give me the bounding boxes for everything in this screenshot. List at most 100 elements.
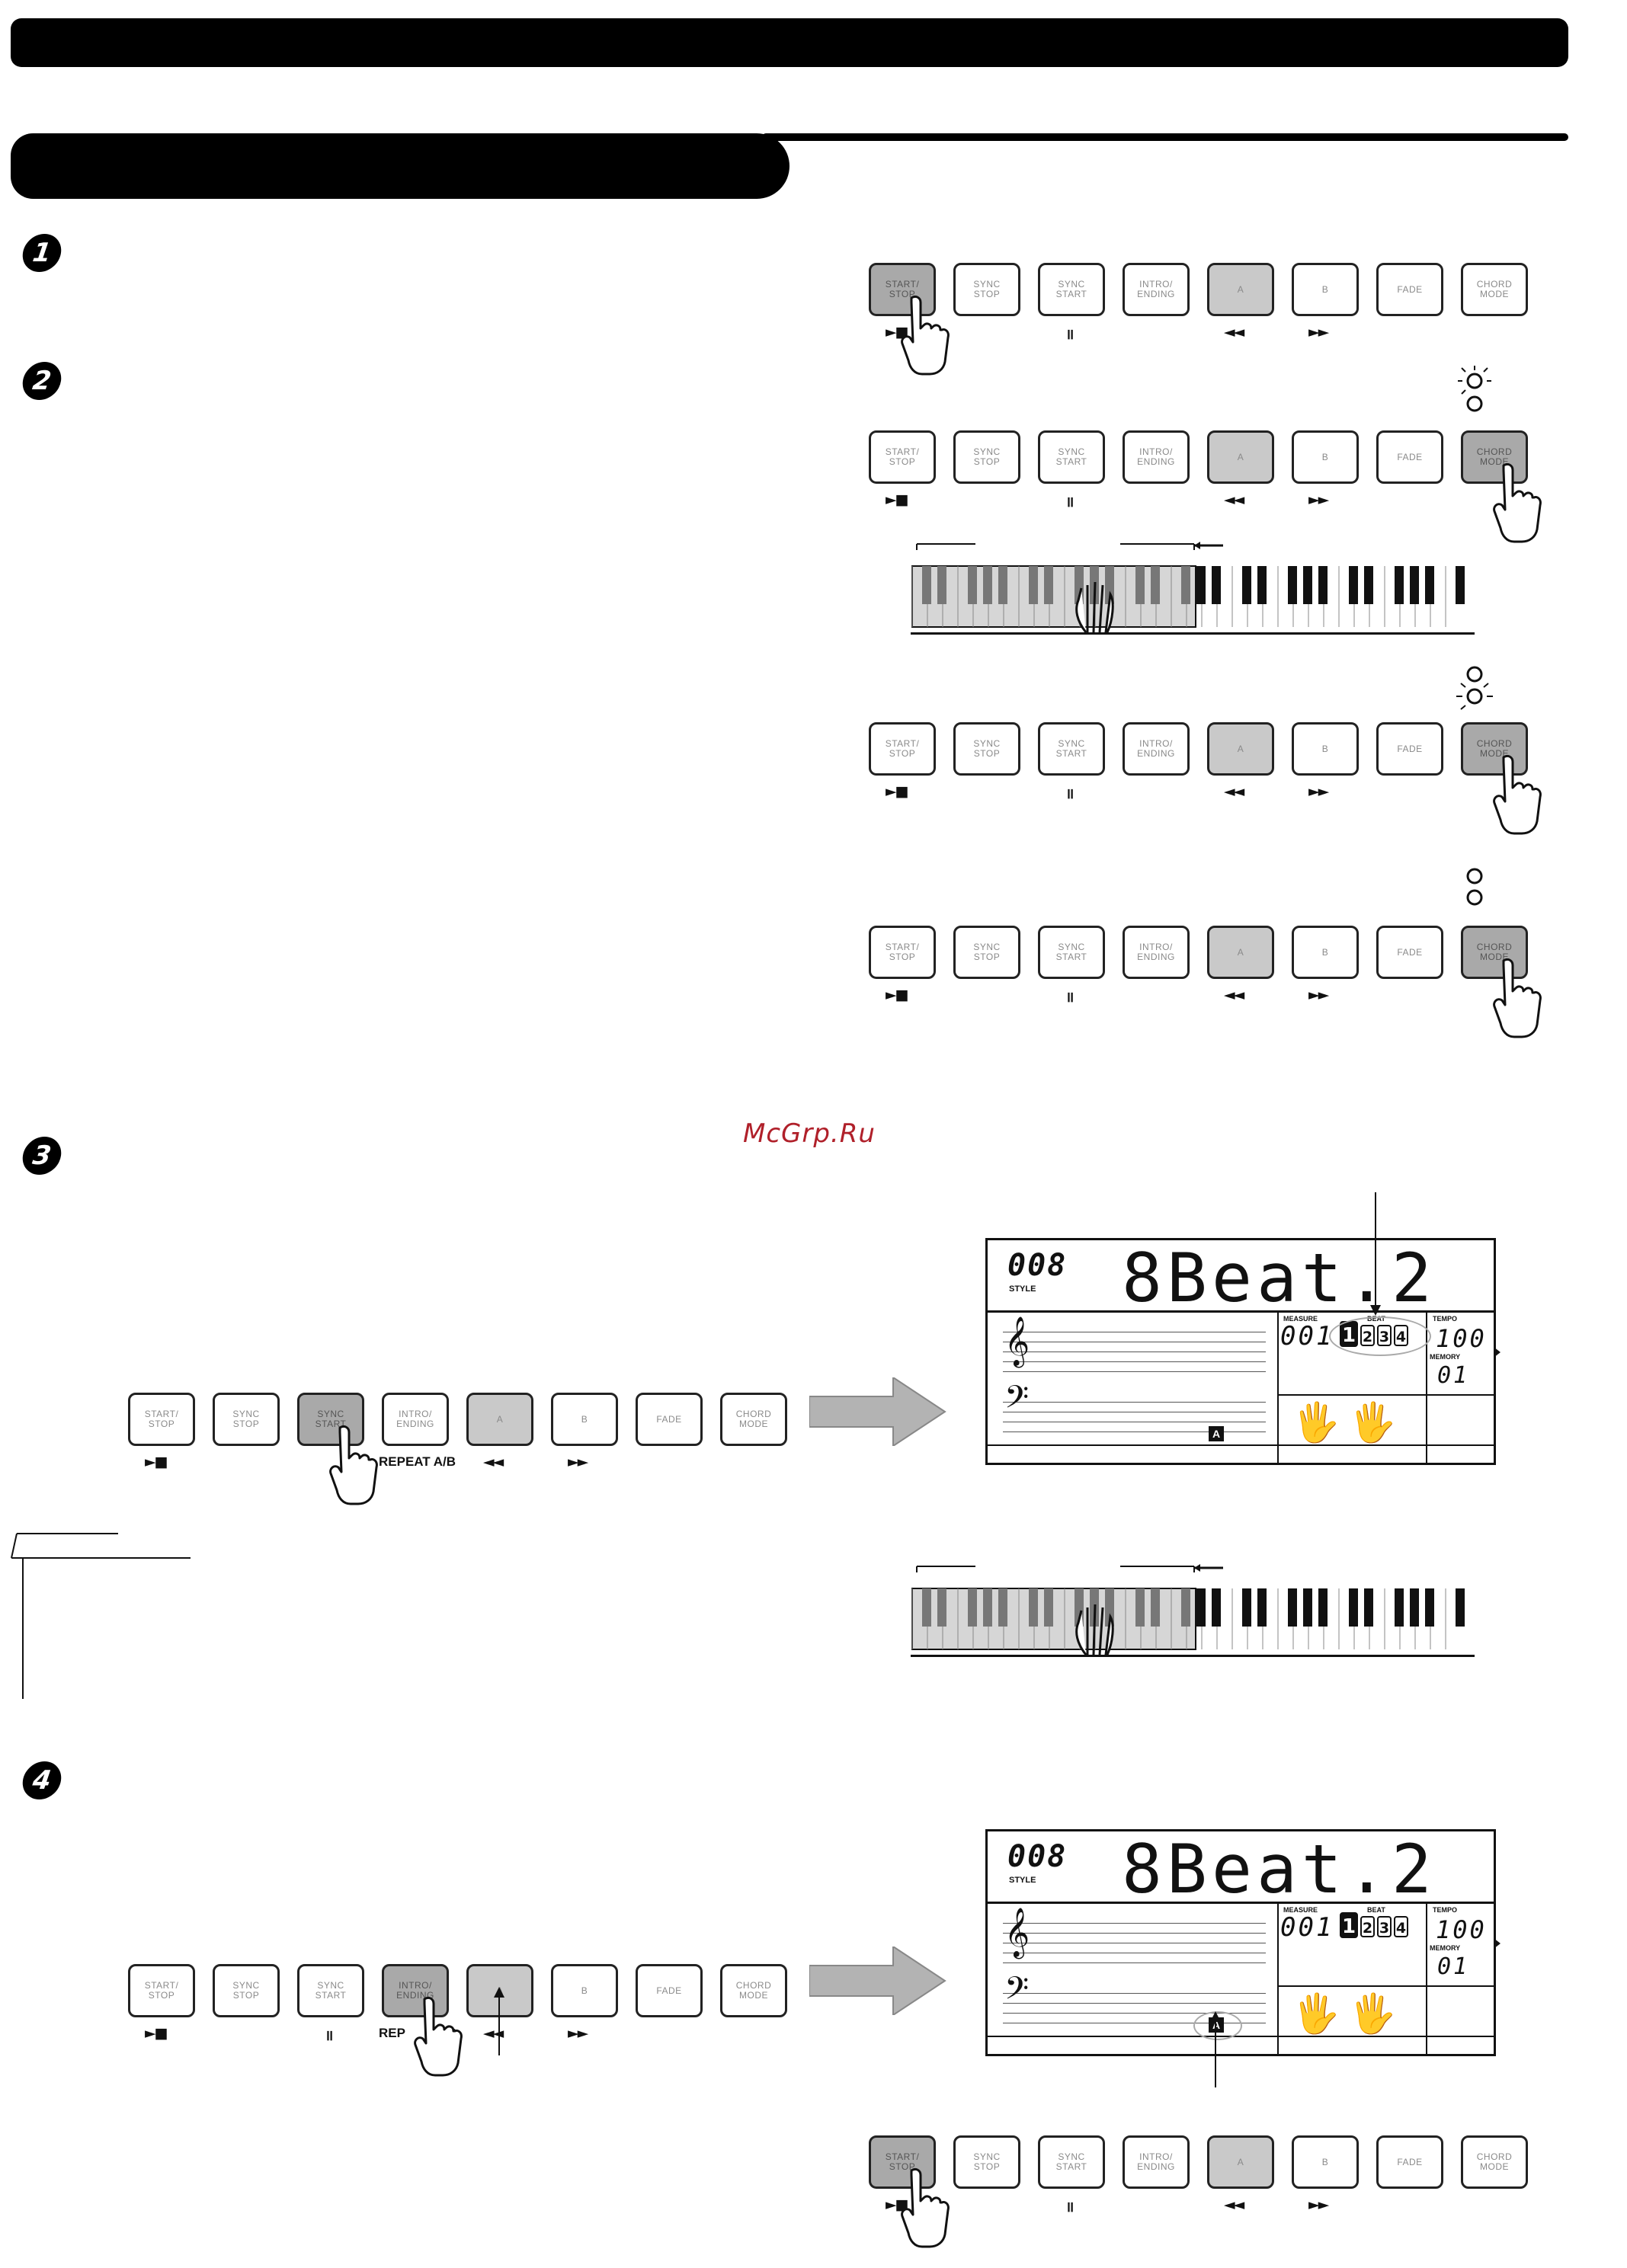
- note-bracket: [11, 1533, 191, 1699]
- hands-icon: 🖐🖐: [1292, 1401, 1406, 1444]
- b-button[interactable]: B: [1292, 430, 1359, 484]
- sync-start-button[interactable]: SYNC START: [1038, 430, 1105, 484]
- section-rule: [762, 133, 1568, 141]
- chord-mode-button[interactable]: CHORD MODE: [1461, 263, 1528, 316]
- bass-clef-icon: 𝄢: [1004, 1379, 1030, 1423]
- chord-mode-button[interactable]: CHORD MODE: [720, 1393, 787, 1446]
- a-button[interactable]: A: [1207, 430, 1274, 484]
- chord-mode-button[interactable]: CHORD MODE: [1461, 2135, 1528, 2189]
- section-marker: A: [1209, 1426, 1224, 1441]
- tempo-label: TEMPO: [1433, 1906, 1458, 1914]
- intro-ending-button[interactable]: INTRO/ ENDING: [382, 1393, 449, 1446]
- fade-button[interactable]: FADE: [1376, 263, 1443, 316]
- style-number: 008: [1007, 1248, 1068, 1283]
- chord-mode-button[interactable]: CHORD MODE: [1461, 926, 1528, 979]
- a-button[interactable]: A: [1207, 722, 1274, 776]
- intro-ending-button[interactable]: INTRO/ ENDING: [1123, 263, 1190, 316]
- start-stop-button[interactable]: START/ STOP: [869, 722, 936, 776]
- a-button[interactable]: A: [1207, 926, 1274, 979]
- memory-label: MEMORY: [1430, 1353, 1461, 1361]
- hand-press-icon: [329, 1425, 378, 1505]
- hand-press-icon: [901, 2167, 950, 2248]
- lcd-side-marker: [1494, 1347, 1500, 1358]
- start-stop-button[interactable]: START/ STOP: [869, 430, 936, 484]
- beat-highlight: [1329, 1316, 1431, 1356]
- sync-stop-button[interactable]: SYNC STOP: [213, 1964, 280, 2017]
- sync-stop-button[interactable]: SYNC STOP: [953, 263, 1020, 316]
- forward-symbol: ►►: [1308, 987, 1329, 1003]
- measure-label: MEASURE: [1283, 1906, 1318, 1914]
- b-button[interactable]: B: [551, 1964, 618, 2017]
- style-name: 8Beat.2: [1122, 1830, 1436, 1908]
- intro-ending-button[interactable]: INTRO/ ENDING: [1123, 722, 1190, 776]
- measure-value: 001: [1280, 1912, 1334, 1943]
- sync-start-button[interactable]: SYNC START: [297, 1393, 364, 1446]
- intro-ending-button[interactable]: INTRO/ ENDING: [1123, 430, 1190, 484]
- fade-button[interactable]: FADE: [636, 1964, 703, 2017]
- sync-start-button[interactable]: SYNC START: [1038, 926, 1105, 979]
- b-button[interactable]: B: [1292, 2135, 1359, 2189]
- step-1-number: 1: [20, 234, 64, 272]
- hand-press-icon: [414, 1996, 463, 2077]
- fade-button[interactable]: FADE: [1376, 430, 1443, 484]
- keyboard-diagram-1: [911, 542, 1475, 635]
- rewind-symbol: ◄◄: [1224, 2196, 1244, 2213]
- pause-symbol: ॥: [1065, 785, 1074, 802]
- sync-start-button[interactable]: SYNC START: [1038, 263, 1105, 316]
- start-stop-button[interactable]: START/ STOP: [128, 1393, 195, 1446]
- a-button[interactable]: A: [466, 1393, 533, 1446]
- pause-symbol: ॥: [1065, 326, 1074, 343]
- sync-stop-button[interactable]: SYNC STOP: [953, 926, 1020, 979]
- intro-ending-button[interactable]: INTRO/ ENDING: [1123, 2135, 1190, 2189]
- play-stop-symbol: ►■: [145, 1454, 168, 1470]
- treble-clef-icon: 𝄞: [1004, 1908, 1030, 1957]
- tempo-label: TEMPO: [1433, 1315, 1458, 1323]
- play-stop-symbol: ►■: [145, 2025, 168, 2042]
- start-stop-button[interactable]: START/ STOP: [869, 263, 936, 316]
- sync-start-button[interactable]: SYNC START: [297, 1964, 364, 2017]
- style-number: 008: [1007, 1839, 1068, 1874]
- hands-icon: 🖐🖐: [1292, 1992, 1406, 2035]
- b-button[interactable]: B: [551, 1393, 618, 1446]
- fade-button[interactable]: FADE: [1376, 926, 1443, 979]
- header-bar: [11, 18, 1568, 67]
- sync-start-button[interactable]: SYNC START: [1038, 2135, 1105, 2189]
- hands-icon: [1075, 1604, 1114, 1655]
- sync-stop-button[interactable]: SYNC STOP: [953, 2135, 1020, 2189]
- memory-value: 01: [1437, 1362, 1470, 1389]
- start-stop-button[interactable]: START/ STOP: [128, 1964, 195, 2017]
- forward-symbol: ►►: [1308, 2196, 1329, 2213]
- chord-mode-button[interactable]: CHORD MODE: [720, 1964, 787, 2017]
- watermark: McGrp.Ru: [743, 1118, 876, 1149]
- intro-ending-button[interactable]: INTRO/ ENDING: [1123, 926, 1190, 979]
- fade-button[interactable]: FADE: [1376, 2135, 1443, 2189]
- b-button[interactable]: B: [1292, 926, 1359, 979]
- fade-button[interactable]: FADE: [636, 1393, 703, 1446]
- sync-stop-button[interactable]: SYNC STOP: [953, 430, 1020, 484]
- fade-button[interactable]: FADE: [1376, 722, 1443, 776]
- start-stop-button[interactable]: START/ STOP: [869, 926, 936, 979]
- b-button[interactable]: B: [1292, 722, 1359, 776]
- memory-value: 01: [1437, 1953, 1470, 1980]
- chord-mode-button[interactable]: CHORD MODE: [1461, 430, 1528, 484]
- bass-clef-icon: 𝄢: [1004, 1970, 1030, 2014]
- sync-start-button[interactable]: SYNC START: [1038, 722, 1105, 776]
- pause-symbol: ॥: [1065, 989, 1074, 1006]
- section-title-bar: [11, 133, 789, 199]
- rewind-symbol: ◄◄: [1224, 324, 1244, 341]
- chord-mode-button[interactable]: CHORD MODE: [1461, 722, 1528, 776]
- a-button[interactable]: A: [1207, 2135, 1274, 2189]
- start-stop-button[interactable]: START/ STOP: [869, 2135, 936, 2189]
- a-button[interactable]: A: [1207, 263, 1274, 316]
- play-stop-symbol: ►■: [886, 783, 909, 800]
- sync-stop-button[interactable]: SYNC STOP: [953, 722, 1020, 776]
- forward-symbol: ►►: [1308, 324, 1329, 341]
- sync-stop-button[interactable]: SYNC STOP: [213, 1393, 280, 1446]
- hand-press-icon: [1493, 754, 1542, 835]
- rewind-symbol: ◄◄: [1224, 783, 1244, 800]
- rewind-symbol: ◄◄: [1224, 491, 1244, 508]
- b-button[interactable]: B: [1292, 263, 1359, 316]
- hand-press-icon: [1493, 462, 1542, 543]
